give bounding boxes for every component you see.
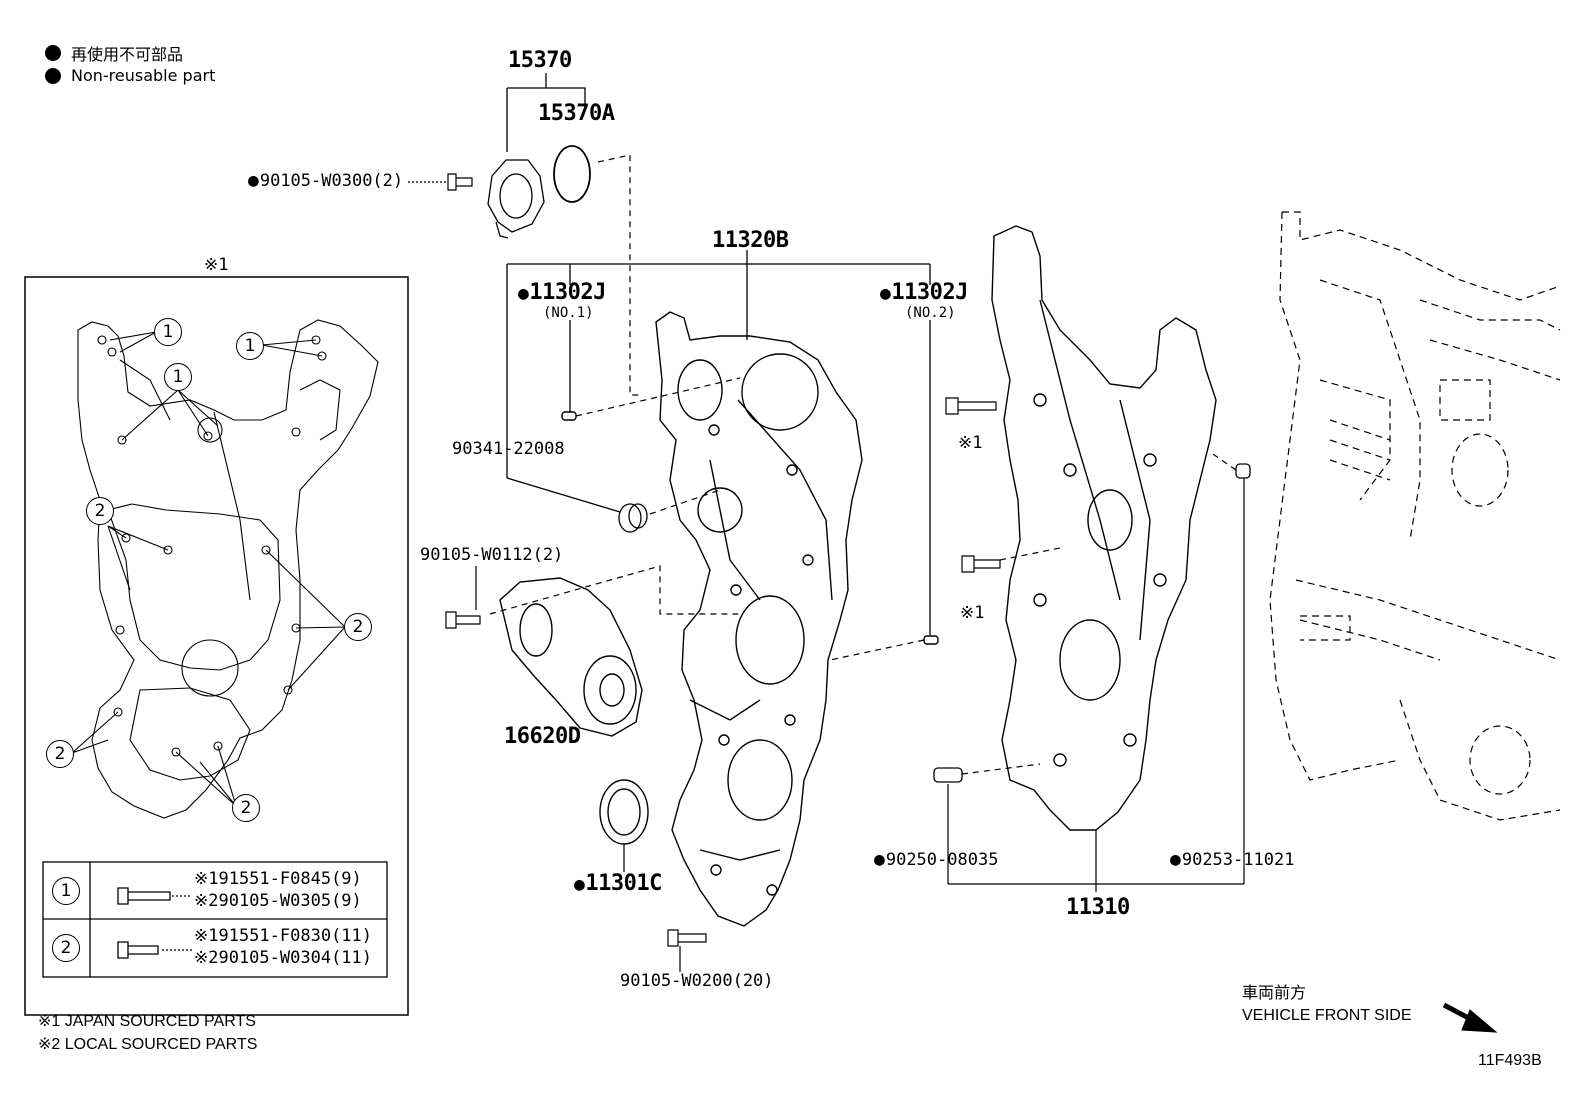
cover-11310-drawing — [991, 225, 1217, 831]
bolt-w0200 — [667, 929, 707, 947]
part-15370-drawing — [487, 159, 545, 239]
label-16620D[interactable]: 16620D — [504, 724, 581, 749]
label-11302J-no2-sub: (NO.2) — [905, 305, 956, 321]
callout-1: 1 — [236, 332, 264, 360]
bracket-11310 — [948, 830, 1244, 892]
label-90250-08035[interactable]: 90250-08035 — [874, 851, 999, 869]
label-11302J-no1-sub: (NO.1) — [543, 305, 594, 321]
engine-block-drawing — [1269, 211, 1561, 821]
plug-90253 — [1235, 463, 1251, 479]
callout-2: 2 — [86, 497, 114, 525]
table-row1-line1: ※191551-F0845(9) — [194, 869, 362, 889]
dash-15370-cover — [597, 154, 640, 396]
legend-japanese-text: 再使用不可部品 — [71, 45, 184, 64]
table-ref-2: 2 — [52, 934, 80, 962]
inset-title: ※1 — [204, 255, 229, 275]
callout-1: 1 — [164, 363, 192, 391]
table-ref-1: 1 — [52, 877, 80, 905]
orientation-english: VEHICLE FRONT SIDE — [1242, 1007, 1412, 1024]
bullet-icon — [45, 45, 61, 61]
orientation-japanese: 車両前方 — [1242, 985, 1307, 1002]
label-15370A[interactable]: 15370A — [538, 101, 615, 126]
callout-2: 2 — [46, 740, 74, 768]
pin-dash-no2 — [829, 639, 925, 661]
legend-english: Non-reusable part — [45, 66, 215, 85]
label-90105-w0300[interactable]: 90105-W0300(2) — [248, 172, 403, 190]
callout-1: 1 — [154, 318, 182, 346]
figure-id: 11F493B — [1478, 1052, 1542, 1069]
label-11302J-no1[interactable]: 11302J — [518, 281, 606, 306]
legend-english-text: Non-reusable part — [71, 66, 216, 85]
bolt-w0112 — [445, 611, 481, 629]
mark-japan-1a: ※1 — [958, 433, 983, 453]
pin-no1 — [561, 411, 577, 421]
bolt-w0300 — [408, 173, 473, 191]
footnote-japan: ※1 JAPAN SOURCED PARTS — [38, 1013, 256, 1030]
label-90253-11021[interactable]: 90253-11021 — [1170, 851, 1295, 869]
bullet-icon — [45, 67, 61, 84]
plug-90341 — [618, 503, 648, 533]
cover-11320B-drawing — [655, 311, 863, 927]
label-90105-w0200[interactable]: 90105-W0200(20) — [620, 971, 774, 991]
bracket-11320B — [506, 250, 931, 635]
table-row2-line1: ※191551-F0830(11) — [194, 926, 373, 946]
inset-table — [42, 861, 388, 978]
label-15370[interactable]: 15370 — [508, 48, 572, 73]
inset-leaders — [71, 331, 346, 807]
tensioner-16620D-drawing — [499, 577, 643, 737]
footnote-local: ※2 LOCAL SOURCED PARTS — [38, 1036, 258, 1053]
front-arrow — [1442, 1002, 1498, 1033]
mark-japan-1b: ※1 — [960, 603, 985, 623]
table-row2-line2: ※290105-W0304(11) — [194, 948, 373, 968]
label-11301C[interactable]: 11301C — [574, 872, 662, 897]
label-11320B[interactable]: 11320B — [712, 228, 789, 253]
pin-90250 — [933, 767, 963, 783]
bolts-11310 — [945, 397, 1001, 573]
label-11310[interactable]: 11310 — [1066, 895, 1130, 920]
seal-11301C-drawing — [599, 779, 649, 845]
part-15370A-oring — [553, 145, 591, 203]
bracket-15370 — [506, 73, 586, 152]
label-90341-22008[interactable]: 90341-22008 — [452, 439, 565, 459]
pin-no2 — [923, 635, 939, 645]
callout-2: 2 — [232, 794, 260, 822]
label-11302J-no2[interactable]: 11302J — [880, 281, 968, 306]
inset-cover-drawing — [77, 319, 379, 819]
table-row1-line2: ※290105-W0305(9) — [194, 891, 362, 911]
legend-japanese: 再使用不可部品 — [45, 41, 183, 65]
inset-frame — [24, 276, 409, 1016]
label-90105-w0112[interactable]: 90105-W0112(2) — [420, 545, 564, 565]
callout-2: 2 — [344, 613, 372, 641]
